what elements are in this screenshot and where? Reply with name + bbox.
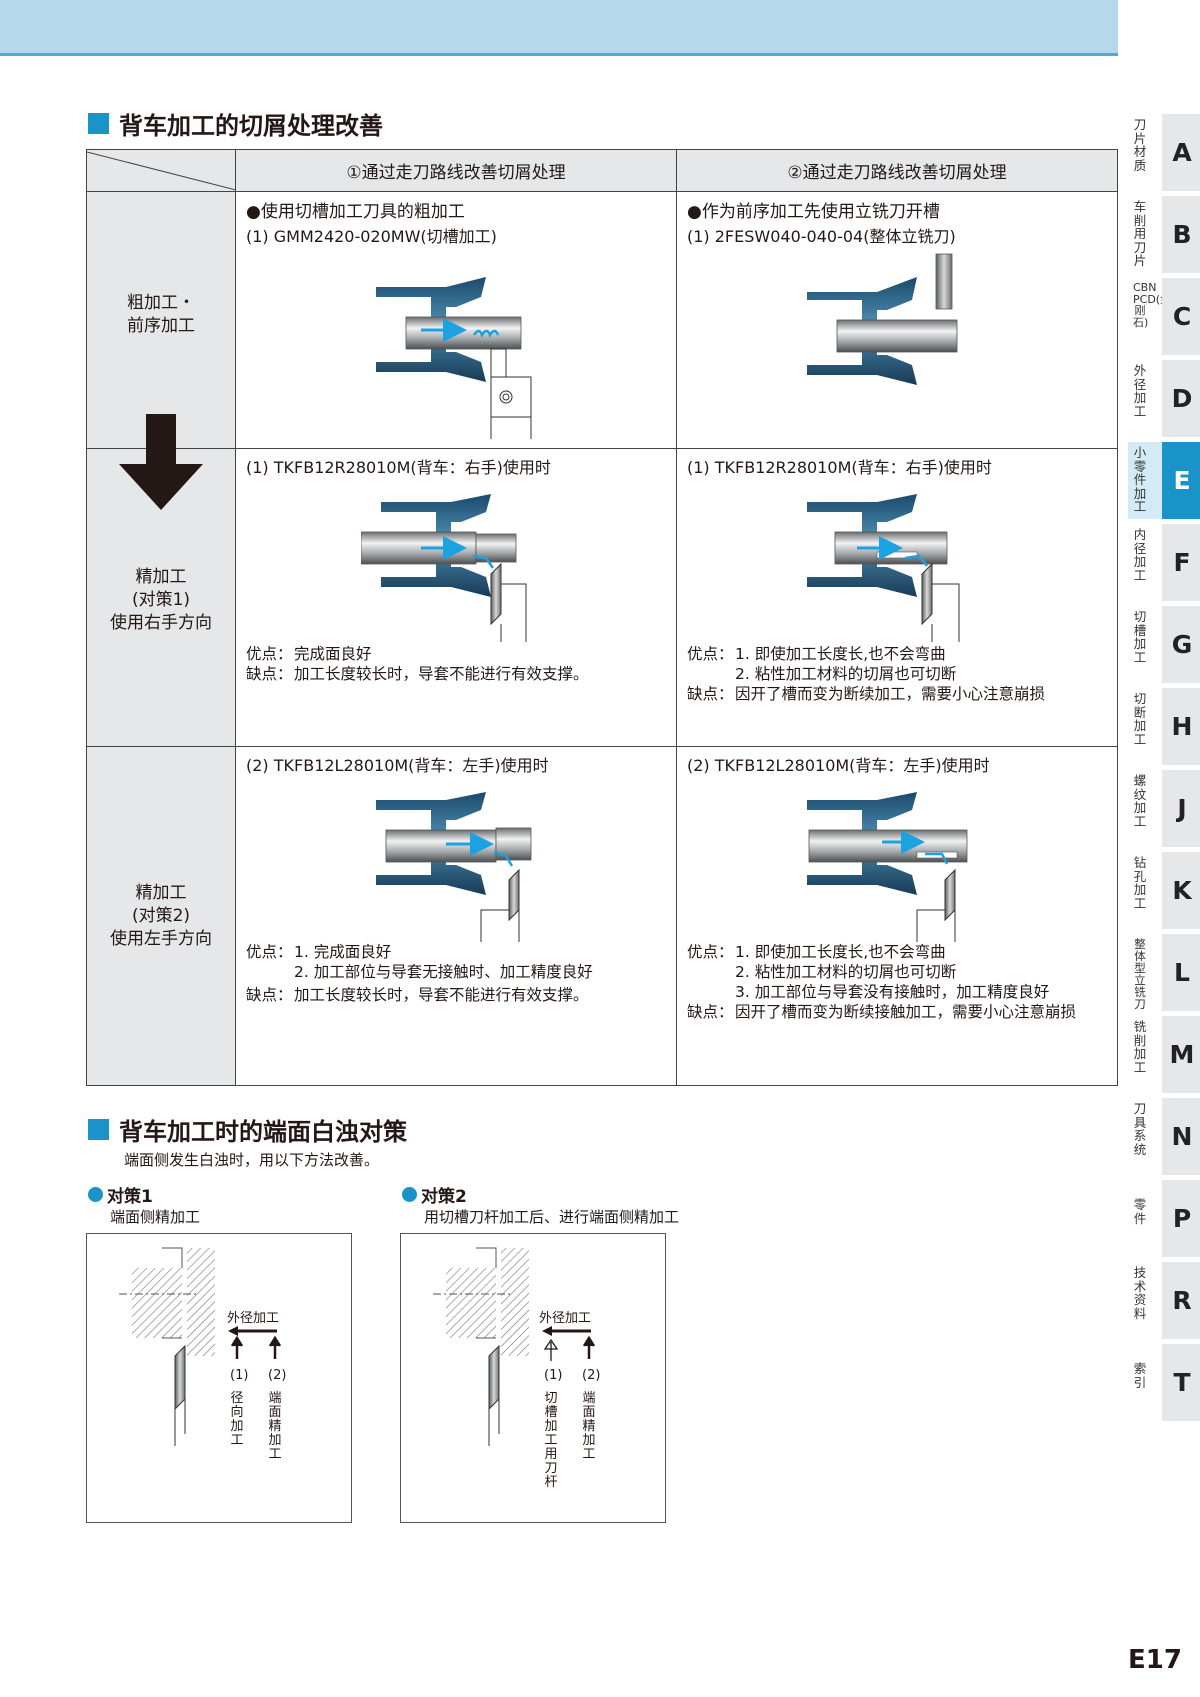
step1-label: 切槽加工用刀杆 xyxy=(544,1391,558,1490)
row1-label-b: 前序加工 xyxy=(127,316,195,336)
square-bullet-icon xyxy=(88,113,109,134)
left-hand-finish-figure xyxy=(376,792,532,942)
circle-bullet-icon xyxy=(88,1187,103,1202)
cell-title: ●作为前序加工先使用立铣刀开槽 xyxy=(687,202,940,222)
down-arrow-icon xyxy=(119,414,203,510)
measure1-diagram-box: 外径加工 (1) 径向加工 (2) 端面精加工 xyxy=(86,1233,352,1523)
step1-label: 径向加工 xyxy=(230,1391,244,1448)
row1-label-a: 粗加工・ xyxy=(127,293,195,313)
cell-finish1-path1: (1) TKFB12R28010M(背车：右手)使用时 优点：完成面良好 缺点：… xyxy=(235,448,677,747)
cell-finish1-path2: (1) TKFB12R28010M(背车：右手)使用时 优点：1. 即使加工长度… xyxy=(676,448,1118,747)
row2-label-b: (对策1) xyxy=(131,590,191,610)
row3-label-b: (对策2) xyxy=(131,906,191,926)
circle-bullet-icon xyxy=(402,1187,417,1202)
pros-cons-notes: 优点：1. 即使加工长度长,也不会弯曲 2. 粘性加工材料的切屑也可切断 缺点：… xyxy=(687,645,1046,703)
diagonal-line xyxy=(87,151,236,191)
cell-rough-path2: ●作为前序加工先使用立铣刀开槽 (1) 2FESW040-040-04(整体立铣… xyxy=(676,191,1118,449)
row-header-finish2: 精加工 (对策2) 使用左手方向 xyxy=(86,746,236,1086)
row-header-rough: 粗加工・ 前序加工 xyxy=(86,191,236,449)
measure1-title: 对策1 xyxy=(88,1182,153,1207)
step2-number: (2) xyxy=(582,1368,601,1383)
cell-finish2-path1: (2) TKFB12L28010M(背车：左手)使用时 优点：1. 完成面良好 … xyxy=(235,746,677,1086)
step2-number: (2) xyxy=(268,1368,287,1383)
measure2-description: 用切槽刀杆加工后、进行端面侧精加工 xyxy=(424,1208,680,1226)
cell-subtitle: (1) TKFB12R28010M(背车：右手)使用时 xyxy=(687,458,992,477)
measure1-description: 端面侧精加工 xyxy=(110,1208,201,1226)
measure2-diagram xyxy=(433,1247,596,1446)
table-corner xyxy=(86,149,236,192)
cell-finish2-path2: (2) TKFB12L28010M(背车：左手)使用时 优点：1. 即使加工长度… xyxy=(676,746,1118,1086)
cell-subtitle: (1) TKFB12R28010M(背车：右手)使用时 xyxy=(246,458,551,477)
cell-subtitle: (1) 2FESW040-040-04(整体立铣刀) xyxy=(687,227,956,246)
pros-cons-notes: 优点：1. 完成面良好 2. 加工部位与导套无接触时、加工精度良好 缺点：加工长… xyxy=(246,943,593,1004)
outer-diameter-label: 外径加工 xyxy=(539,1311,592,1326)
endmill-slot-figure xyxy=(807,253,958,385)
step1-number: (1) xyxy=(230,1368,249,1383)
section2-description: 端面侧发生白浊时，用以下方法改善。 xyxy=(124,1151,380,1169)
grooving-rough-figure xyxy=(376,277,532,439)
right-hand-finish-figure xyxy=(361,494,527,642)
row2-label-c: 使用右手方向 xyxy=(110,613,212,633)
column-header-2: ②通过走刀路线改善切屑处理 xyxy=(676,149,1118,192)
column-header-1: ①通过走刀路线改善切屑处理 xyxy=(235,149,677,192)
page-number: E17 xyxy=(1128,1645,1182,1675)
step1-number: (1) xyxy=(544,1368,563,1383)
tab-C[interactable]: CBN PCD(金刚石)C xyxy=(1128,278,1200,355)
cell-title: ●使用切槽加工刀具的粗加工 xyxy=(246,202,465,222)
measure2-diagram-box: 外径加工 (1) 切槽加工用刀杆 (2) 端面精加工 xyxy=(400,1233,666,1523)
cell-rough-path1: ●使用切槽加工刀具的粗加工 (1) GMM2420-020MW(切槽加工) xyxy=(235,191,677,449)
row-header-finish1: 精加工 (对策1) 使用右手方向 xyxy=(86,414,236,747)
row3-label-c: 使用左手方向 xyxy=(110,929,212,949)
section-title-chip-control: 背车加工的切屑处理改善 xyxy=(88,106,383,141)
cell-subtitle: (2) TKFB12L28010M(背车：左手)使用时 xyxy=(687,756,990,775)
cell-subtitle: (2) TKFB12L28010M(背车：左手)使用时 xyxy=(246,756,549,775)
square-bullet-icon xyxy=(88,1119,109,1140)
left-hand-slotted-figure xyxy=(807,792,968,942)
section-title-whitening: 背车加工时的端面白浊对策 xyxy=(88,1112,407,1147)
chip-control-table: ①通过走刀路线改善切屑处理 ②通过走刀路线改善切屑处理 粗加工・ 前序加工 ●使… xyxy=(86,149,1118,1086)
right-hand-slotted-figure xyxy=(807,494,960,642)
step2-label: 端面精加工 xyxy=(582,1391,596,1462)
cell-subtitle: (1) GMM2420-020MW(切槽加工) xyxy=(246,227,497,246)
outer-diameter-label: 外径加工 xyxy=(227,1311,280,1326)
measure2-title: 对策2 xyxy=(402,1182,467,1207)
row3-label-a: 精加工 xyxy=(135,883,187,903)
header-band xyxy=(0,0,1118,56)
row2-label-a: 精加工 xyxy=(135,567,187,587)
pros-cons-notes: 优点：完成面良好 缺点：加工长度较长时，导套不能进行有效支撑。 xyxy=(246,645,589,683)
pros-cons-notes: 优点：1. 即使加工长度长,也不会弯曲 2. 粘性加工材料的切屑也可切断 3. … xyxy=(687,943,1077,1021)
step2-label: 端面精加工 xyxy=(268,1391,282,1462)
measure1-diagram xyxy=(119,1247,282,1446)
